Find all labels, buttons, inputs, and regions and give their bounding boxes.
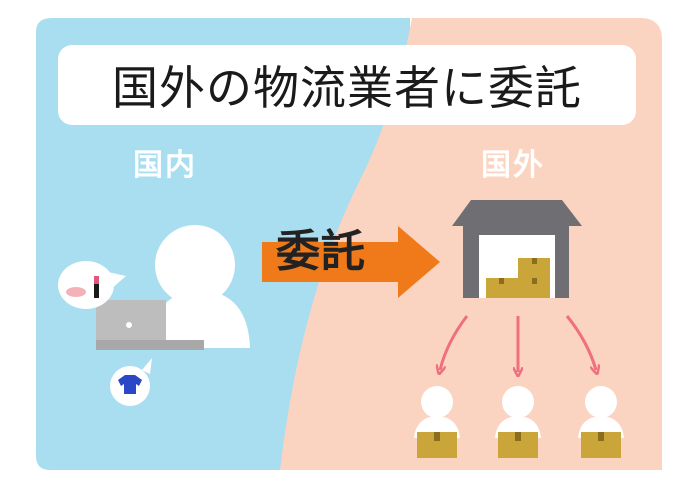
laptop-icon xyxy=(96,300,204,350)
package-icon xyxy=(518,258,550,278)
shirt-bubble-icon xyxy=(110,358,152,406)
consignment-label: 委託 xyxy=(276,226,366,277)
diagram-title: 国外の物流業者に委託 xyxy=(112,61,582,115)
customer-person-icon xyxy=(495,386,541,458)
title-box: 国外の物流業者に委託 xyxy=(58,45,636,125)
delivery-arrow-icon xyxy=(565,315,596,370)
domestic-label: 国内 xyxy=(133,148,197,183)
delivery-arrow-icon xyxy=(440,315,469,370)
package-icon xyxy=(486,278,518,298)
package-icon xyxy=(518,278,550,298)
customer-person-icon xyxy=(578,386,624,458)
overseas-label: 国外 xyxy=(481,148,545,183)
cosmetics-bubble-icon xyxy=(58,261,126,309)
customer-person-icon xyxy=(414,386,460,458)
warehouse-icon xyxy=(452,200,582,298)
consignment-arrow xyxy=(262,226,440,298)
seller-person-icon xyxy=(150,225,250,348)
